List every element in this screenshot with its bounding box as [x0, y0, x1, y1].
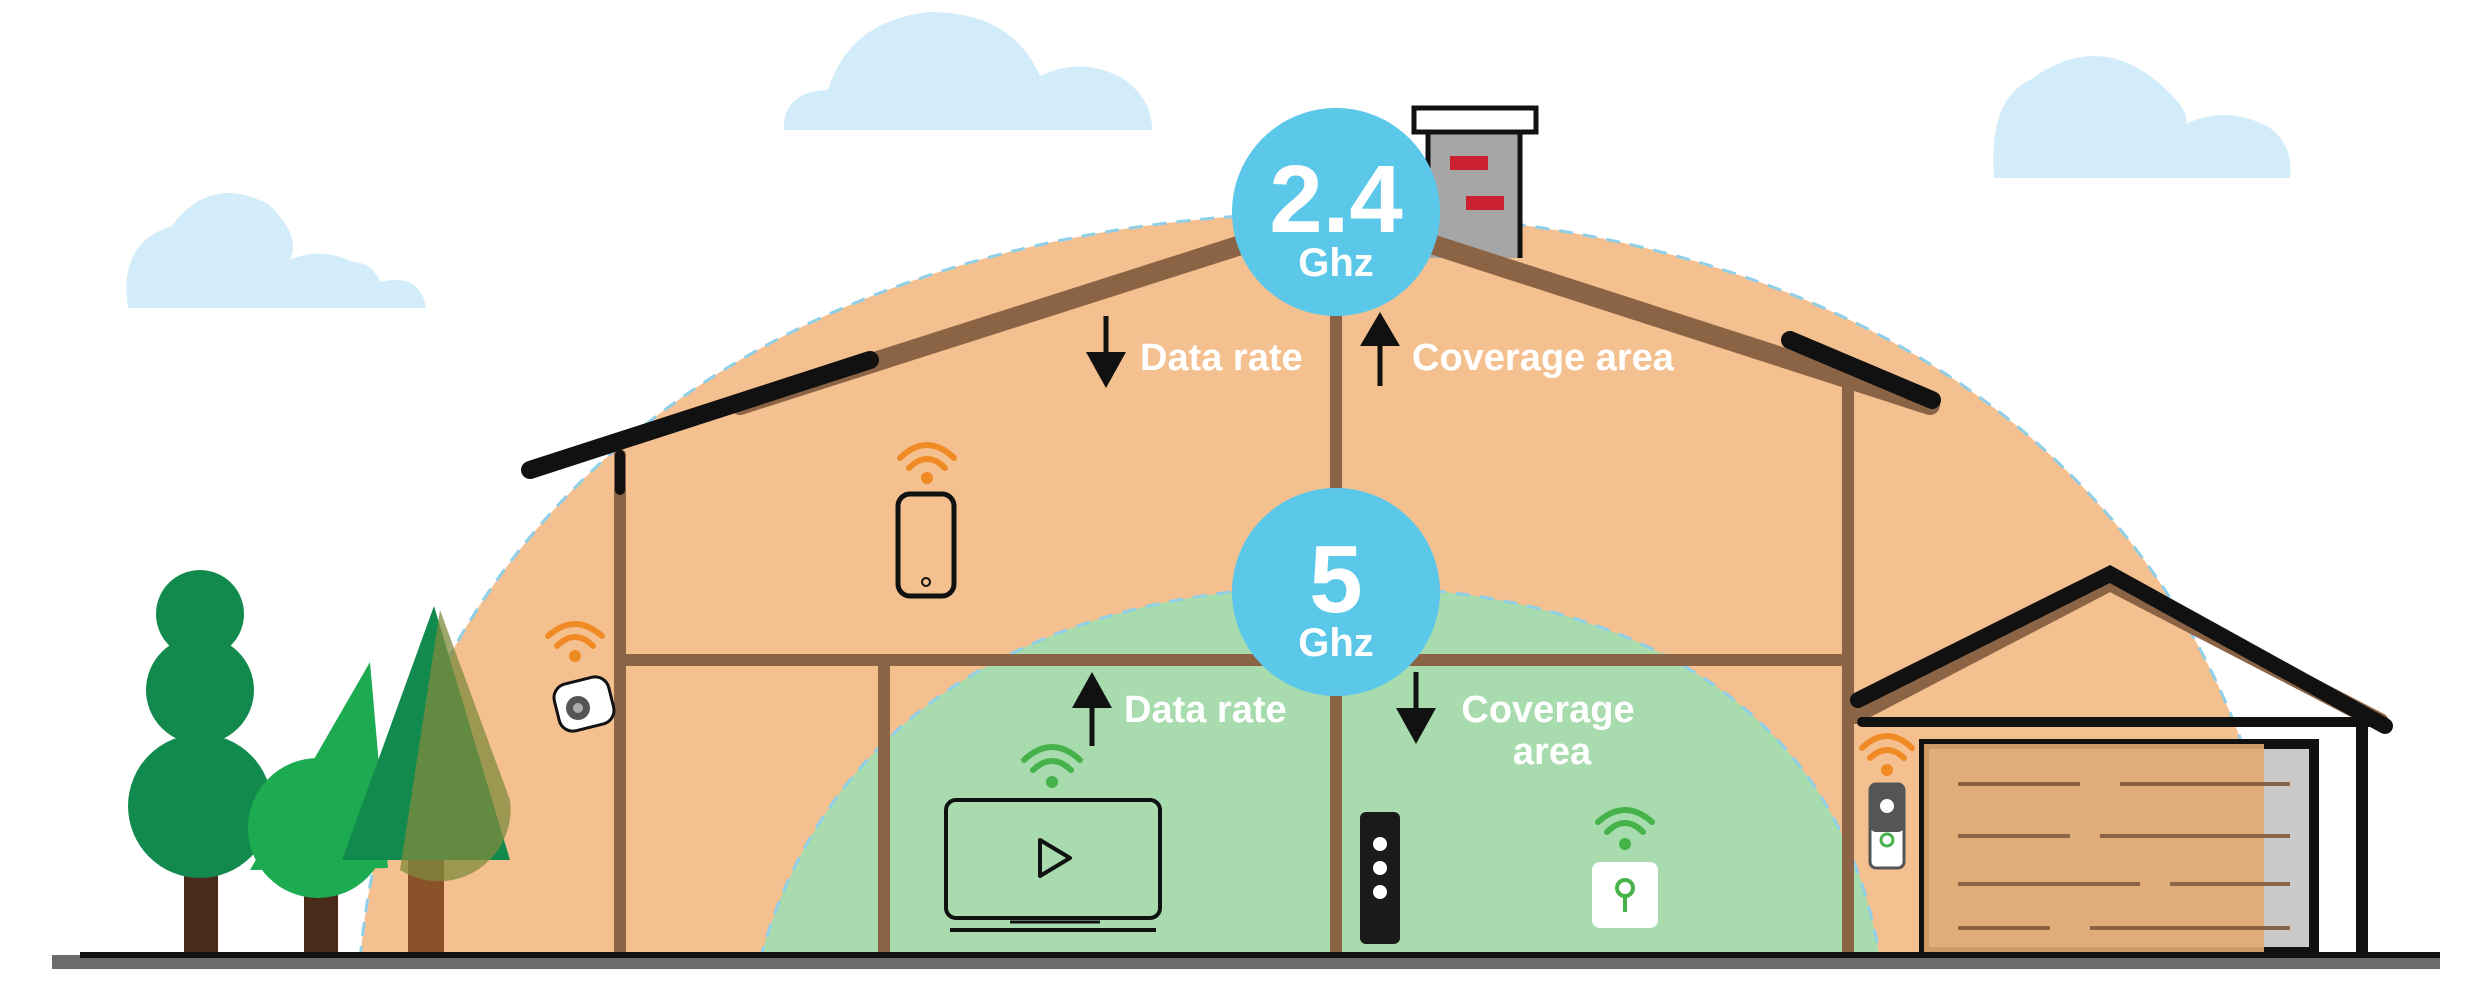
badge-24ghz: 2.4 Ghz — [1232, 108, 1440, 316]
wifi-signal-icon — [1595, 807, 1655, 850]
coverage-area-24ghz-label: Coverage area — [1412, 337, 1675, 379]
coverage-up-arrow-icon — [1360, 312, 1400, 386]
data-rate-up-arrow-icon — [1072, 672, 1112, 746]
security-camera-icon — [545, 621, 616, 733]
wifi-signal-icon — [897, 442, 957, 484]
data-rate-24ghz-label: Data rate — [1140, 337, 1303, 379]
coverage-down-arrow-icon — [1396, 672, 1436, 744]
video-doorbell-icon — [1859, 733, 1915, 870]
data-rate-down-arrow-icon — [1086, 316, 1126, 388]
badge-24ghz-unit: Ghz — [1298, 241, 1374, 285]
garage-door — [1919, 739, 2319, 957]
smartphone-icon — [895, 442, 957, 599]
tree — [248, 662, 388, 954]
badge-5ghz-value: 5 — [1309, 526, 1362, 633]
wifi-signal-icon — [1021, 744, 1083, 788]
roof-outline — [521, 331, 2393, 958]
tree — [128, 570, 272, 954]
smart-tv-icon — [944, 744, 1162, 932]
cloud — [1993, 55, 2291, 178]
badge-24ghz-value: 2.4 — [1269, 146, 1402, 253]
badge-5ghz-unit: Ghz — [1298, 621, 1374, 665]
wifi-signal-icon — [545, 621, 605, 662]
badge-5ghz: 5 Ghz — [1232, 488, 1440, 696]
cloud — [783, 12, 1152, 130]
coverage-area-5ghz-label-line2: area — [1513, 731, 1592, 773]
cloud — [126, 193, 426, 308]
smart-lock-icon — [1592, 807, 1658, 928]
coverage-area-5ghz-label-line1: Coverage — [1461, 689, 1634, 731]
data-rate-5ghz-label: Data rate — [1124, 689, 1287, 731]
wifi-signal-icon — [1859, 733, 1915, 776]
tree — [342, 606, 511, 954]
router-icon — [1360, 812, 1400, 944]
